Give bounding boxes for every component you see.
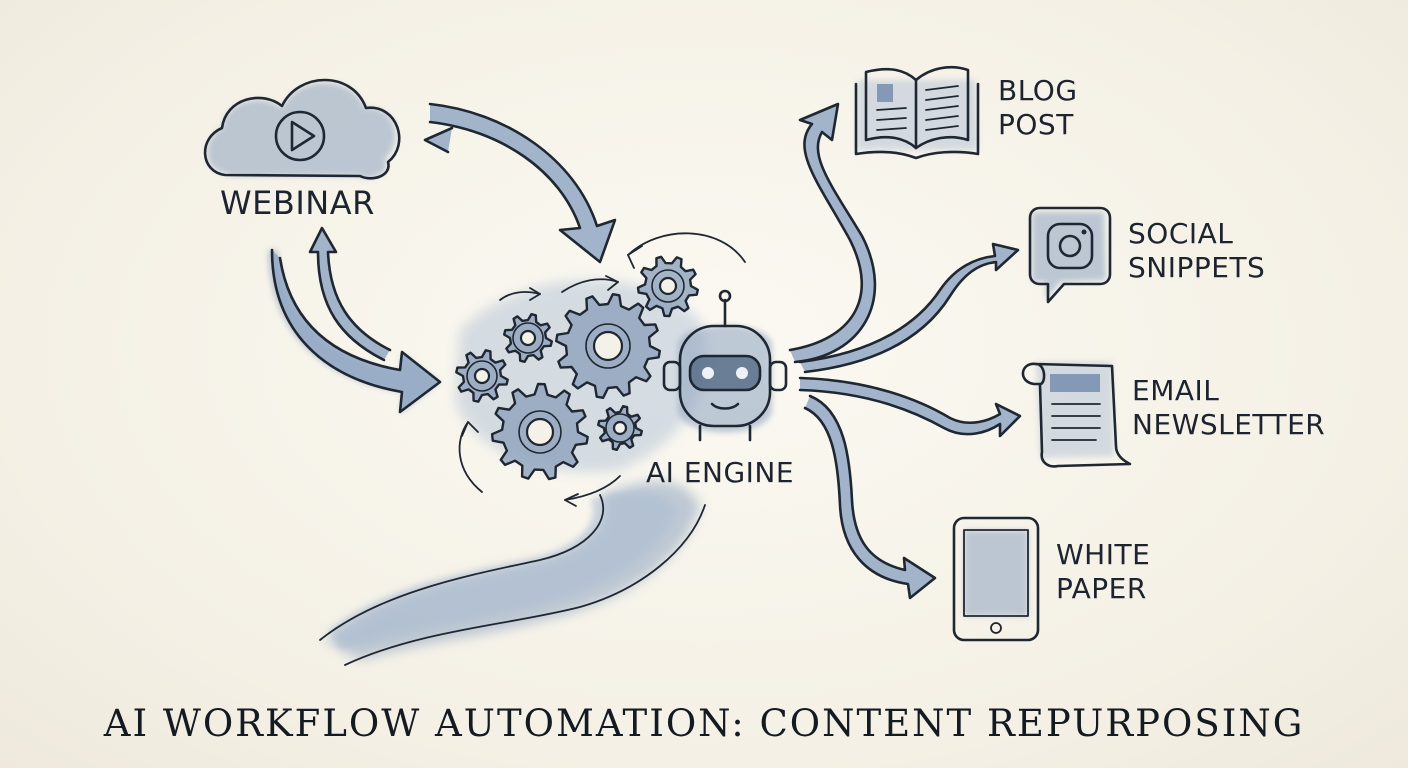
feedback-arrows — [268, 102, 617, 414]
scroll-document-icon — [1021, 362, 1132, 468]
webinar-node: WEBINAR — [203, 78, 401, 222]
gear-lower-ring — [518, 410, 562, 454]
gear-lower-hole — [525, 417, 555, 447]
tablet-icon — [952, 516, 1040, 642]
gears-icon — [455, 255, 707, 481]
gear-small-right-ring — [605, 413, 635, 443]
gear-main-ring — [585, 323, 631, 369]
social-snippets-line1: SOCIAL — [1128, 217, 1233, 250]
blog-post-line1: BLOG — [998, 74, 1078, 107]
output-white-paper: WHITE PAPER — [952, 516, 1150, 642]
cloud-play-icon — [203, 78, 401, 180]
arrow-webinar-to-engine-top — [423, 102, 617, 264]
webinar-label: WEBINAR — [220, 184, 375, 222]
gear-large — [455, 255, 699, 481]
gear-small-left-hole — [473, 367, 491, 385]
arrow-webinar-to-engine-bottom — [268, 248, 442, 414]
email-newsletter-line2: NEWSLETTER — [1132, 408, 1325, 441]
gear-small-right-hole — [612, 420, 628, 436]
watercolor-swirl — [319, 481, 706, 666]
gear-small-top-hole — [519, 329, 537, 347]
gear-top-right-hole — [658, 276, 678, 296]
output-email-newsletter: EMAIL NEWSLETTER — [1021, 362, 1325, 468]
gear-small-left-ring — [466, 360, 498, 392]
gear-small-top-ring — [512, 322, 544, 354]
gear-top-right-ring — [651, 269, 685, 303]
output-branches — [788, 102, 1022, 600]
output-blog-post: BLOG POST — [854, 66, 1078, 160]
email-newsletter-line1: EMAIL — [1132, 374, 1219, 407]
arrow-engine-to-webinar — [308, 226, 392, 362]
social-snippets-line2: SNIPPETS — [1128, 251, 1265, 284]
cycle-arrows — [458, 232, 746, 507]
blog-post-line2: POST — [998, 108, 1074, 141]
engine-label: AI ENGINE — [646, 456, 794, 489]
open-book-icon — [854, 66, 980, 160]
diagram-title: AI WORKFLOW AUTOMATION: CONTENT REPURPOS… — [103, 702, 1305, 745]
white-paper-line1: WHITE — [1056, 538, 1150, 571]
output-social-snippets: SOCIAL SNIPPETS — [1028, 206, 1265, 304]
gear-main-hole — [592, 330, 624, 362]
white-paper-line2: PAPER — [1056, 572, 1147, 605]
robot-icon — [662, 289, 788, 442]
instagram-chat-icon — [1028, 206, 1112, 304]
